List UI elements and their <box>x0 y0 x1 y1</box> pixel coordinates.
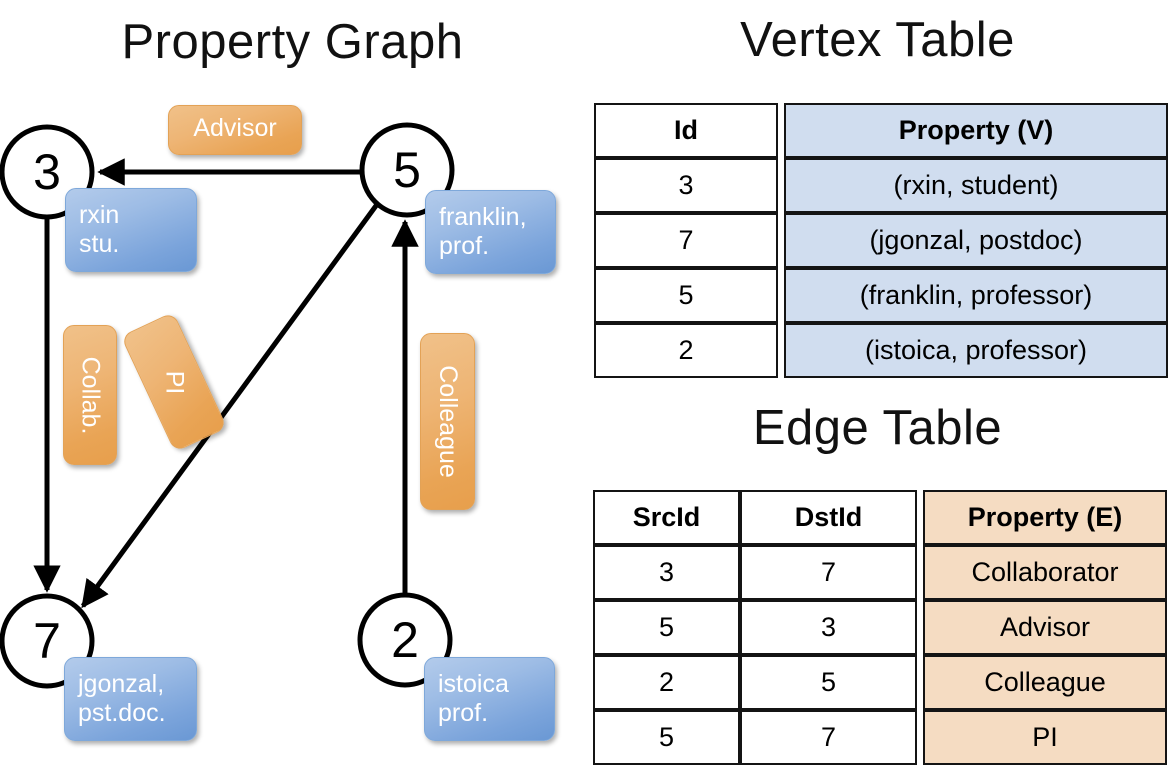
vertex-row-3-property: (istoica, professor) <box>784 323 1168 378</box>
vertex-callout-franklin-line2: prof. <box>439 232 490 260</box>
table-row: 5 7 PI <box>593 710 1167 765</box>
table-row: 5 (franklin, professor) <box>594 268 1168 323</box>
vertex-callout-rxin-line1: rxin <box>79 200 120 229</box>
edge-table-gap <box>917 600 923 655</box>
vertex-callout-istoica[interactable]: istoica prof. <box>424 657 555 741</box>
table-row: 2 (istoica, professor) <box>594 323 1168 378</box>
vertex-row-0-property: (rxin, student) <box>784 158 1168 213</box>
edge-row-3-property: PI <box>923 710 1167 765</box>
vertex-row-2-id: 5 <box>594 268 778 323</box>
vertex-table-header-property: Property (V) <box>784 103 1168 158</box>
edge-label-colleague-text: Colleague <box>434 365 462 478</box>
vertex-callout-franklin-line1: franklin, <box>439 202 527 231</box>
vertex-callout-jgonzal[interactable]: jgonzal, pst.doc. <box>64 657 197 741</box>
vertex-callout-rxin[interactable]: rxin stu. <box>65 188 197 272</box>
tables-panel: Vertex Table Id Property (V) 3 (rxin, st… <box>585 0 1170 765</box>
edge-label-collab-text: Collab. <box>76 356 105 434</box>
vertex-table-gap <box>778 158 784 213</box>
vertex-row-1-id: 7 <box>594 213 778 268</box>
table-row: 5 3 Advisor <box>593 600 1167 655</box>
edge-row-2-dst: 5 <box>740 655 917 710</box>
edge-table: SrcId DstId Property (E) 3 7 Collaborato… <box>593 490 1167 765</box>
edge-table-gap <box>917 710 923 765</box>
edge-label-colleague[interactable]: Colleague <box>420 333 475 510</box>
vertex-table: Id Property (V) 3 (rxin, student) 7 (jgo… <box>594 103 1168 378</box>
vertex-table-gap <box>778 103 784 158</box>
edge-table-gap <box>917 545 923 600</box>
vertex-table-header-id: Id <box>594 103 778 158</box>
table-row: 2 5 Colleague <box>593 655 1167 710</box>
page-title-edge-table: Edge Table <box>752 401 1003 455</box>
vertex-callout-rxin-line2: stu. <box>79 230 120 258</box>
edge-row-2-property: Colleague <box>923 655 1167 710</box>
edge-row-2-src: 2 <box>593 655 740 710</box>
vertex-table-gap <box>778 323 784 378</box>
edge-label-advisor-text: Advisor <box>193 114 277 142</box>
edge-pi-5-to-7 <box>80 201 381 609</box>
vertex-row-0-id: 3 <box>594 158 778 213</box>
edge-row-3-src: 5 <box>593 710 740 765</box>
edge-table-header-dstid: DstId <box>740 490 917 545</box>
edge-row-1-src: 5 <box>593 600 740 655</box>
edge-row-1-property: Advisor <box>923 600 1167 655</box>
edge-label-pi-text: PI <box>160 370 189 394</box>
property-graph-panel: Property Graph 3 5 7 2 rxin stu. frankli… <box>0 0 585 760</box>
edge-table-header-property: Property (E) <box>923 490 1167 545</box>
node-id-7: 7 <box>33 613 61 669</box>
vertex-callout-istoica-line1: istoica <box>438 669 509 698</box>
vertex-callout-jgonzal-line1: jgonzal, <box>78 669 165 698</box>
page-title-vertex-table: Vertex Table <box>740 13 1015 67</box>
edge-table-gap <box>917 490 923 545</box>
vertex-callout-jgonzal-line2: pst.doc. <box>78 699 166 727</box>
edge-table-header-srcid: SrcId <box>593 490 740 545</box>
vertex-table-header-row: Id Property (V) <box>594 103 1168 158</box>
table-row: 3 7 Collaborator <box>593 545 1167 600</box>
table-row: 3 (rxin, student) <box>594 158 1168 213</box>
page-title-property-graph: Property Graph <box>121 15 464 69</box>
node-id-2: 2 <box>391 612 419 668</box>
edge-row-3-dst: 7 <box>740 710 917 765</box>
edge-table-gap <box>917 655 923 710</box>
vertex-table-gap <box>778 213 784 268</box>
node-id-5: 5 <box>393 142 421 198</box>
vertex-table-gap <box>778 268 784 323</box>
table-row: 7 (jgonzal, postdoc) <box>594 213 1168 268</box>
vertex-row-3-id: 2 <box>594 323 778 378</box>
edge-row-1-dst: 3 <box>740 600 917 655</box>
edge-table-header-row: SrcId DstId Property (E) <box>593 490 1167 545</box>
vertex-row-1-property: (jgonzal, postdoc) <box>784 213 1168 268</box>
edge-row-0-src: 3 <box>593 545 740 600</box>
edge-label-advisor[interactable]: Advisor <box>168 105 302 155</box>
edge-row-0-dst: 7 <box>740 545 917 600</box>
edge-row-0-property: Collaborator <box>923 545 1167 600</box>
edge-label-collab[interactable]: Collab. <box>63 325 117 465</box>
node-id-3: 3 <box>33 144 61 200</box>
vertex-row-2-property: (franklin, professor) <box>784 268 1168 323</box>
vertex-callout-franklin[interactable]: franklin, prof. <box>425 190 556 274</box>
vertex-callout-istoica-line2: prof. <box>438 699 489 727</box>
